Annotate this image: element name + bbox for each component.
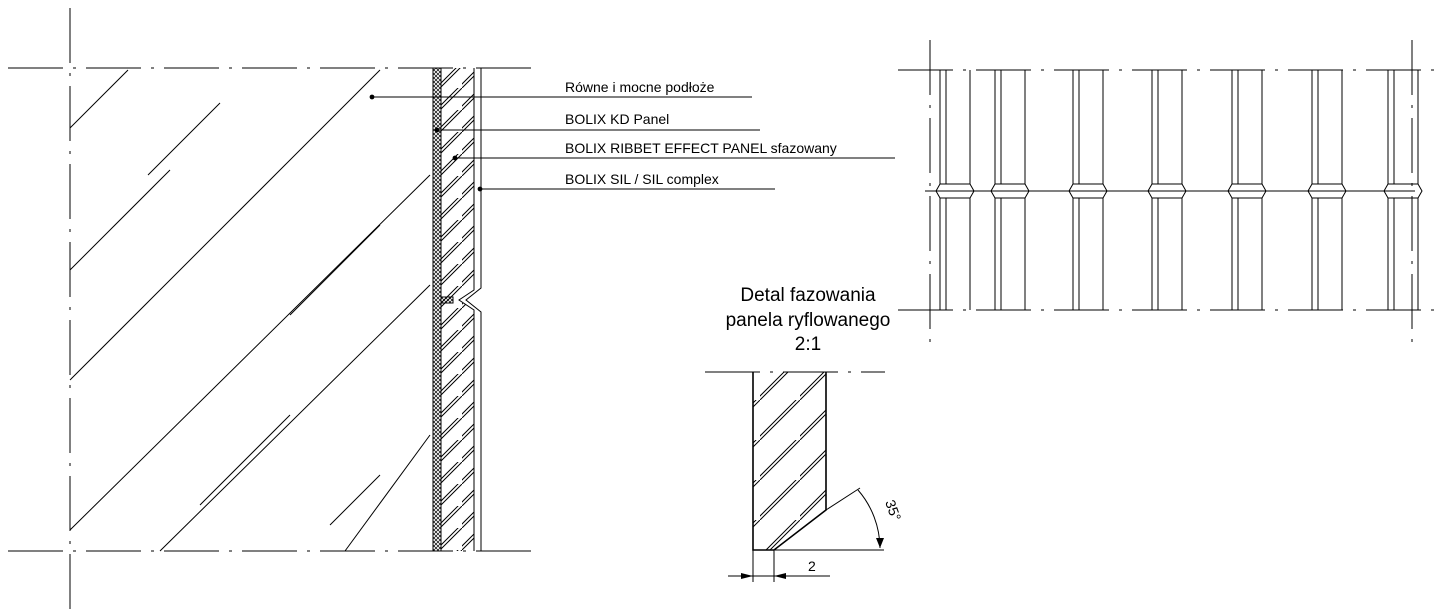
dimension-arrows [741,538,884,579]
elevation-break-lines [898,40,1434,345]
rib-chamfer [1307,183,1347,199]
angle-value: 35° [882,498,904,523]
label-ribbet-panel: BOLIX RIBBET EFFECT PANEL sfazowany [565,140,837,156]
detail-scale: 2:1 [795,334,821,355]
rib-chamfer [935,183,975,199]
detail-title-line1: Detal fazowania [740,285,876,306]
detail-title-line2: panela ryflowanego [726,310,891,331]
rib-chamfer [1383,183,1423,199]
rib-chamfer [1227,183,1267,199]
rib-chamfer [990,183,1030,199]
ribs [935,70,1423,310]
chamfer-detail [705,371,885,582]
label-substrate: Równe i mocne podłoże [565,79,715,95]
leader-dots [369,94,483,192]
leader-lines [372,96,895,190]
kd-panel-layer [432,67,442,552]
ribbet-panel [440,68,482,551]
wall-section [8,8,895,609]
rib-chamfer [1147,183,1187,199]
substrate-hatch [69,69,431,552]
label-kd-panel: BOLIX KD Panel [565,111,669,127]
dimension-value: 2 [808,558,816,574]
panel-elevation [898,40,1434,345]
label-sil-complex: BOLIX SIL / SIL complex [565,171,719,187]
rib-chamfer [1068,183,1108,199]
